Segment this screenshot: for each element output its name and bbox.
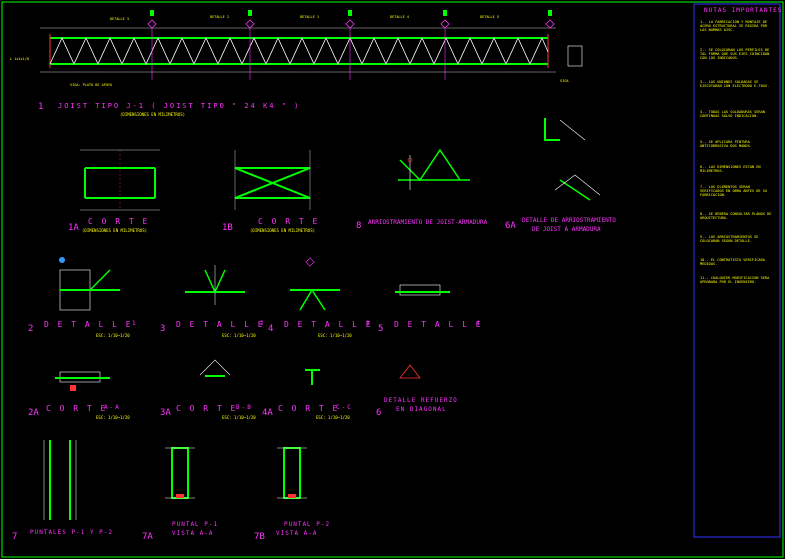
detail-2-scale: ESC: 1/10~1/20	[96, 333, 130, 338]
note-item: 10.- EL CONTRATISTA VERIFICARA MEDIDAS.	[700, 258, 765, 267]
detail-6-title2: EN DIAGONAL	[396, 406, 447, 413]
detail-2-title: D E T A L L E	[44, 320, 133, 329]
section-1b-number: 1B	[222, 223, 233, 233]
section-8-title: ARRIOSTRAMIENTO DE JOIST-ARMADURA	[368, 219, 488, 226]
detail-2-drawing	[59, 257, 120, 311]
svg-text:DETALLE 5: DETALLE 5	[480, 15, 499, 19]
detail-2-number: 2	[28, 324, 34, 334]
detail-5-drawing	[395, 284, 450, 296]
detail-3-drawing	[185, 265, 245, 305]
detail-3-scale: ESC: 1/10~1/20	[222, 333, 256, 338]
section-6a-drawing	[544, 118, 601, 201]
section-1a-subtitle: (DIMENSIONES EN MILIMETROS)	[82, 228, 148, 233]
section-3a-title: C O R T E	[176, 404, 238, 413]
section-2a-title: C O R T E	[46, 404, 108, 413]
detail-4-suffix: 3	[366, 320, 370, 327]
joist-elevation: L 1x1x1/8 DETALLE 3 DETALLE 2 DETALLE 1 …	[10, 10, 583, 87]
section-1b-subtitle: (DIMENSIONES EN MILIMETROS)	[250, 228, 316, 233]
notes-panel-frame	[693, 3, 781, 538]
strut-7b-number: 7B	[254, 532, 265, 542]
detail-5-title: D E T A L L E	[394, 320, 483, 329]
note-item: 4.- TODAS LAS SOLDADURAS SERAN CONTINUAS…	[700, 110, 765, 119]
section-6a-title: DETALLE DE ARRIOSTRAMIENTO	[522, 217, 616, 224]
section-6a-title2: DE JOIST A ARMADURA	[532, 226, 601, 233]
section-3a-scale: ESC: 1/10~1/20	[222, 415, 256, 420]
main-title-number: 1	[38, 102, 44, 112]
section-8-drawing	[398, 148, 470, 190]
section-4a-drawing	[305, 369, 320, 385]
note-item: 6.- LAS DIMENSIONES ESTAN EN MILIMETROS.	[700, 165, 761, 174]
section-8-number: 8	[356, 221, 362, 231]
section-1b-title: C O R T E	[258, 217, 320, 226]
svg-text:DETALLE 4: DETALLE 4	[390, 15, 409, 19]
note-item: 8.- SE DEBERA CONSULTAR PLANOS DE ARQUIT…	[700, 212, 772, 221]
note-item: 7.- LOS ELEMENTOS SERAN VERIFICADOS EN O…	[700, 185, 768, 198]
section-1b-drawing	[234, 150, 311, 210]
section-2a-suffix: A-A	[104, 404, 121, 411]
note-item: 1.- LA FABRICACION Y MONTAJE DE ACERO ES…	[700, 20, 768, 33]
strut-7-title: PUNTALES P-1 Y P-2	[30, 529, 114, 536]
section-3a-number: 3A	[160, 408, 171, 418]
section-6a-number: 6A	[505, 221, 516, 231]
svg-text:L 1x1x1/8: L 1x1x1/8	[10, 57, 29, 61]
detail-6-title: DETALLE REFUERZO	[384, 397, 458, 404]
svg-text:DETALLE 3: DETALLE 3	[110, 17, 129, 21]
section-3a-drawing	[199, 359, 231, 377]
section-4a-number: 4A	[262, 408, 273, 418]
strut-7a-title: PUNTAL P-1	[172, 521, 219, 528]
detail-2-suffix: 1	[132, 320, 136, 327]
strut-7b-title2: VISTA A-A	[276, 530, 318, 537]
section-4a-suffix: C-C	[336, 404, 353, 411]
strut-7-number: 7	[12, 532, 18, 542]
detail-4-number: 4	[268, 324, 274, 334]
detail-5-suffix: 4	[476, 320, 480, 327]
note-item: 11.- CUALQUIER MODIFICACION SERA APROBAD…	[700, 276, 770, 285]
section-4a-title: C O R T E	[278, 404, 340, 413]
section-2a-scale: ESC: 1/10~1/20	[96, 415, 130, 420]
strut-7b-drawing	[277, 447, 307, 499]
strut-7a-drawing	[165, 447, 195, 499]
detail-3-number: 3	[160, 324, 166, 334]
svg-text:VIGA: PLATO DE APOYO: VIGA: PLATO DE APOYO	[70, 83, 112, 87]
section-4a-scale: ESC: 1/10~1/20	[316, 415, 350, 420]
detail-4-scale: ESC: 1/10~1/20	[318, 333, 352, 338]
section-1a-title: C O R T E	[88, 217, 150, 226]
section-3a-suffix: B-B	[236, 404, 253, 411]
note-item: 5.- SE APLICARA PINTURA ANTICORROSIVA DO…	[700, 140, 752, 149]
detail-6-drawing	[399, 364, 421, 379]
section-2a-drawing	[55, 371, 110, 391]
strut-7a-number: 7A	[142, 532, 153, 542]
note-item: 2.- SE COLOCARAN LOS PERFILES DE TAL FOR…	[700, 48, 770, 61]
detail-6-number: 6	[376, 408, 382, 418]
section-1a-number: 1A	[68, 223, 79, 233]
detail-4-title: D E T A L L E	[284, 320, 373, 329]
svg-text:DETALLE 2: DETALLE 2	[210, 15, 229, 19]
detail-5-number: 5	[378, 324, 384, 334]
note-item: 9.- LOS ARRIOSTRAMIENTOS SE COLOCARAN SE…	[700, 235, 759, 244]
main-title: JOIST TIPO J-1 ( JOIST TIPO " 24 K4 " )	[58, 102, 301, 110]
notes-title: NOTAS IMPORTANTES	[704, 7, 783, 14]
detail-4-drawing	[290, 257, 340, 311]
main-subtitle: (DIMENSIONES EN MILIMETROS)	[120, 112, 186, 117]
strut-7b-title: PUNTAL P-2	[284, 521, 331, 528]
note-item: 3.- LAS UNIONES SOLDADAS SE EJECUTARAN C…	[700, 80, 770, 89]
strut-7-drawing	[43, 440, 77, 520]
svg-text:DETALLE 1: DETALLE 1	[300, 15, 319, 19]
section-2a-number: 2A	[28, 408, 39, 418]
detail-3-suffix: 2	[260, 320, 264, 327]
svg-text:VIGA: VIGA	[560, 79, 569, 83]
strut-7a-title2: VISTA A-A	[172, 530, 214, 537]
section-1a-drawing	[80, 149, 160, 211]
detail-3-title: D E T A L L E	[176, 320, 265, 329]
